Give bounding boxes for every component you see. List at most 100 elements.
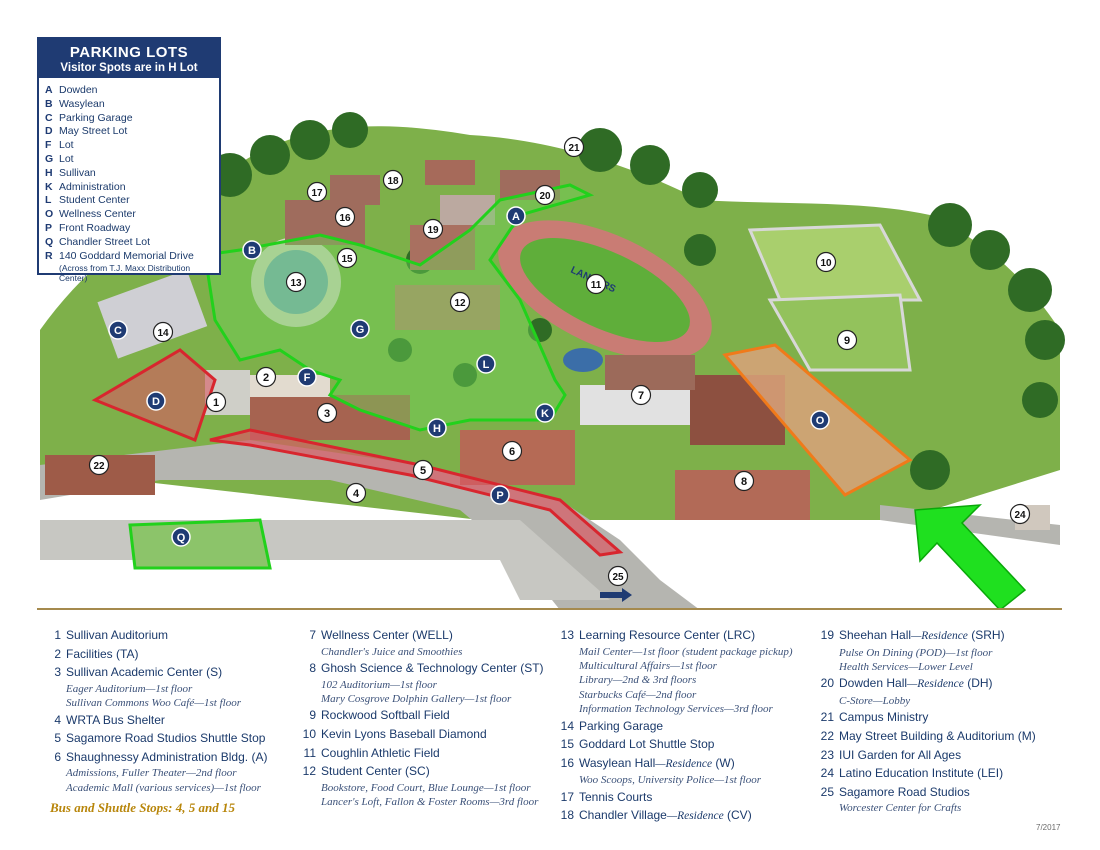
marker-circle — [490, 485, 510, 505]
pond — [563, 348, 603, 372]
lot-p-outline — [209, 428, 624, 557]
entry-detail: Admissions, Fuller Theater—2nd floor — [66, 767, 237, 780]
marker-circle — [412, 459, 434, 481]
entry-number: 4 — [54, 712, 61, 727]
lot-letter: H — [45, 166, 53, 179]
lot-marker-h: H — [427, 418, 447, 438]
entry-number: 14 — [560, 718, 574, 733]
entry-name: Dowden Hall — [839, 676, 908, 691]
marker-label: 4 — [353, 488, 360, 500]
entry-name: IUI Garden for All Ages — [839, 747, 962, 762]
marker-label: 1 — [213, 397, 219, 409]
marker-circle — [427, 418, 447, 438]
lot-marker-c: C — [108, 320, 128, 340]
entry-number: 8 — [309, 661, 316, 675]
marker-circle — [242, 240, 262, 260]
lot-letter: B — [45, 97, 53, 110]
entry-number: 5 — [54, 731, 61, 746]
lot-marker-d: D — [146, 391, 166, 411]
entry-number: 16 — [560, 755, 574, 770]
lot-marker-a: A — [506, 206, 526, 226]
building-marker-16: 16 — [334, 206, 356, 228]
revision-date: 7/2017 — [1036, 823, 1061, 832]
marker-label: 21 — [568, 143, 580, 154]
marker-label: H — [433, 423, 441, 435]
marker-circle — [815, 251, 837, 273]
entry-name: Chandler Village — [579, 808, 667, 823]
marker-circle — [88, 454, 110, 476]
entry-name: May Street Building & Auditorium (M) — [839, 729, 1036, 743]
entry-number: 6 — [54, 749, 61, 764]
marker-circle — [152, 321, 174, 343]
directory-entry: 23 IUI Garden for All Ages — [818, 746, 1068, 765]
entry-name: Student Center (SC) — [321, 764, 430, 779]
building-marker-15: 15 — [336, 247, 358, 269]
marker-circle — [205, 391, 227, 413]
marker-circle — [501, 440, 523, 462]
parking-legend: PARKING LOTS Visitor Spots are in H Lot … — [37, 37, 221, 283]
entry-detail: Woo Scoops, University Police—1st floor — [579, 774, 761, 787]
entry-number: 9 — [309, 708, 316, 723]
marker-label: O — [816, 415, 825, 427]
building-marker-11: 11 — [585, 273, 607, 295]
marker-circle — [297, 367, 317, 387]
building-marker-22: 22 — [88, 454, 110, 476]
entry-detail: Chandler's Juice and Smoothies — [321, 645, 463, 658]
marker-circle — [630, 384, 652, 406]
entry-detail: 102 Auditorium—1st floor — [321, 678, 437, 691]
marker-circle — [506, 206, 526, 226]
lot-q-outline — [128, 518, 272, 570]
entry-number: 23 — [820, 747, 834, 762]
entry-name: Sullivan Auditorium — [66, 628, 169, 642]
building-marker-17: 17 — [306, 181, 328, 203]
marker-circle — [255, 366, 277, 388]
marker-label: 2 — [263, 372, 269, 384]
entry-code: (SRH) — [967, 628, 1005, 642]
marker-circle — [810, 410, 830, 430]
marker-circle — [350, 319, 370, 339]
marker-label: 25 — [612, 572, 624, 583]
lot-marker-b: B — [242, 240, 262, 260]
entry-number: 18 — [560, 808, 574, 823]
lot-marker-o: O — [810, 410, 830, 430]
entry-number: 20 — [820, 676, 834, 691]
marker-label: 11 — [591, 280, 602, 291]
entry-code: (DH) — [963, 676, 993, 691]
lot-name: Front Roadway — [59, 221, 131, 234]
entry-detail: Academic Mall (various services)—1st flo… — [66, 781, 261, 794]
marker-circle — [146, 391, 166, 411]
building-marker-24: 24 — [1009, 503, 1031, 525]
building-marker-20: 20 — [534, 184, 556, 206]
entry-number: 17 — [560, 789, 574, 804]
entry-detail: Mary Cosgrove Dolphin Gallery—1st floor — [321, 693, 512, 705]
marker-label: 13 — [290, 278, 302, 289]
entry-number: 7 — [309, 628, 316, 642]
residence-tag: —Residence — [666, 810, 724, 823]
marker-circle — [476, 354, 496, 374]
lot-marker-g: G — [350, 319, 370, 339]
lot-letter: Q — [45, 235, 54, 248]
building-marker-6: 6 — [501, 440, 523, 462]
lot-name: Parking Garage — [59, 111, 133, 124]
lot-note: (Across from T.J. Maxx Distribution Cent… — [59, 263, 191, 284]
building-marker-3: 3 — [316, 402, 338, 424]
lot-name: Administration — [59, 180, 126, 193]
entry-name: Ghosh Science & Technology Center (ST) — [321, 661, 544, 675]
marker-label: D — [152, 396, 160, 408]
entry-code: (CV) — [723, 808, 752, 823]
marker-label: G — [356, 324, 365, 336]
marker-label: 12 — [454, 298, 466, 309]
